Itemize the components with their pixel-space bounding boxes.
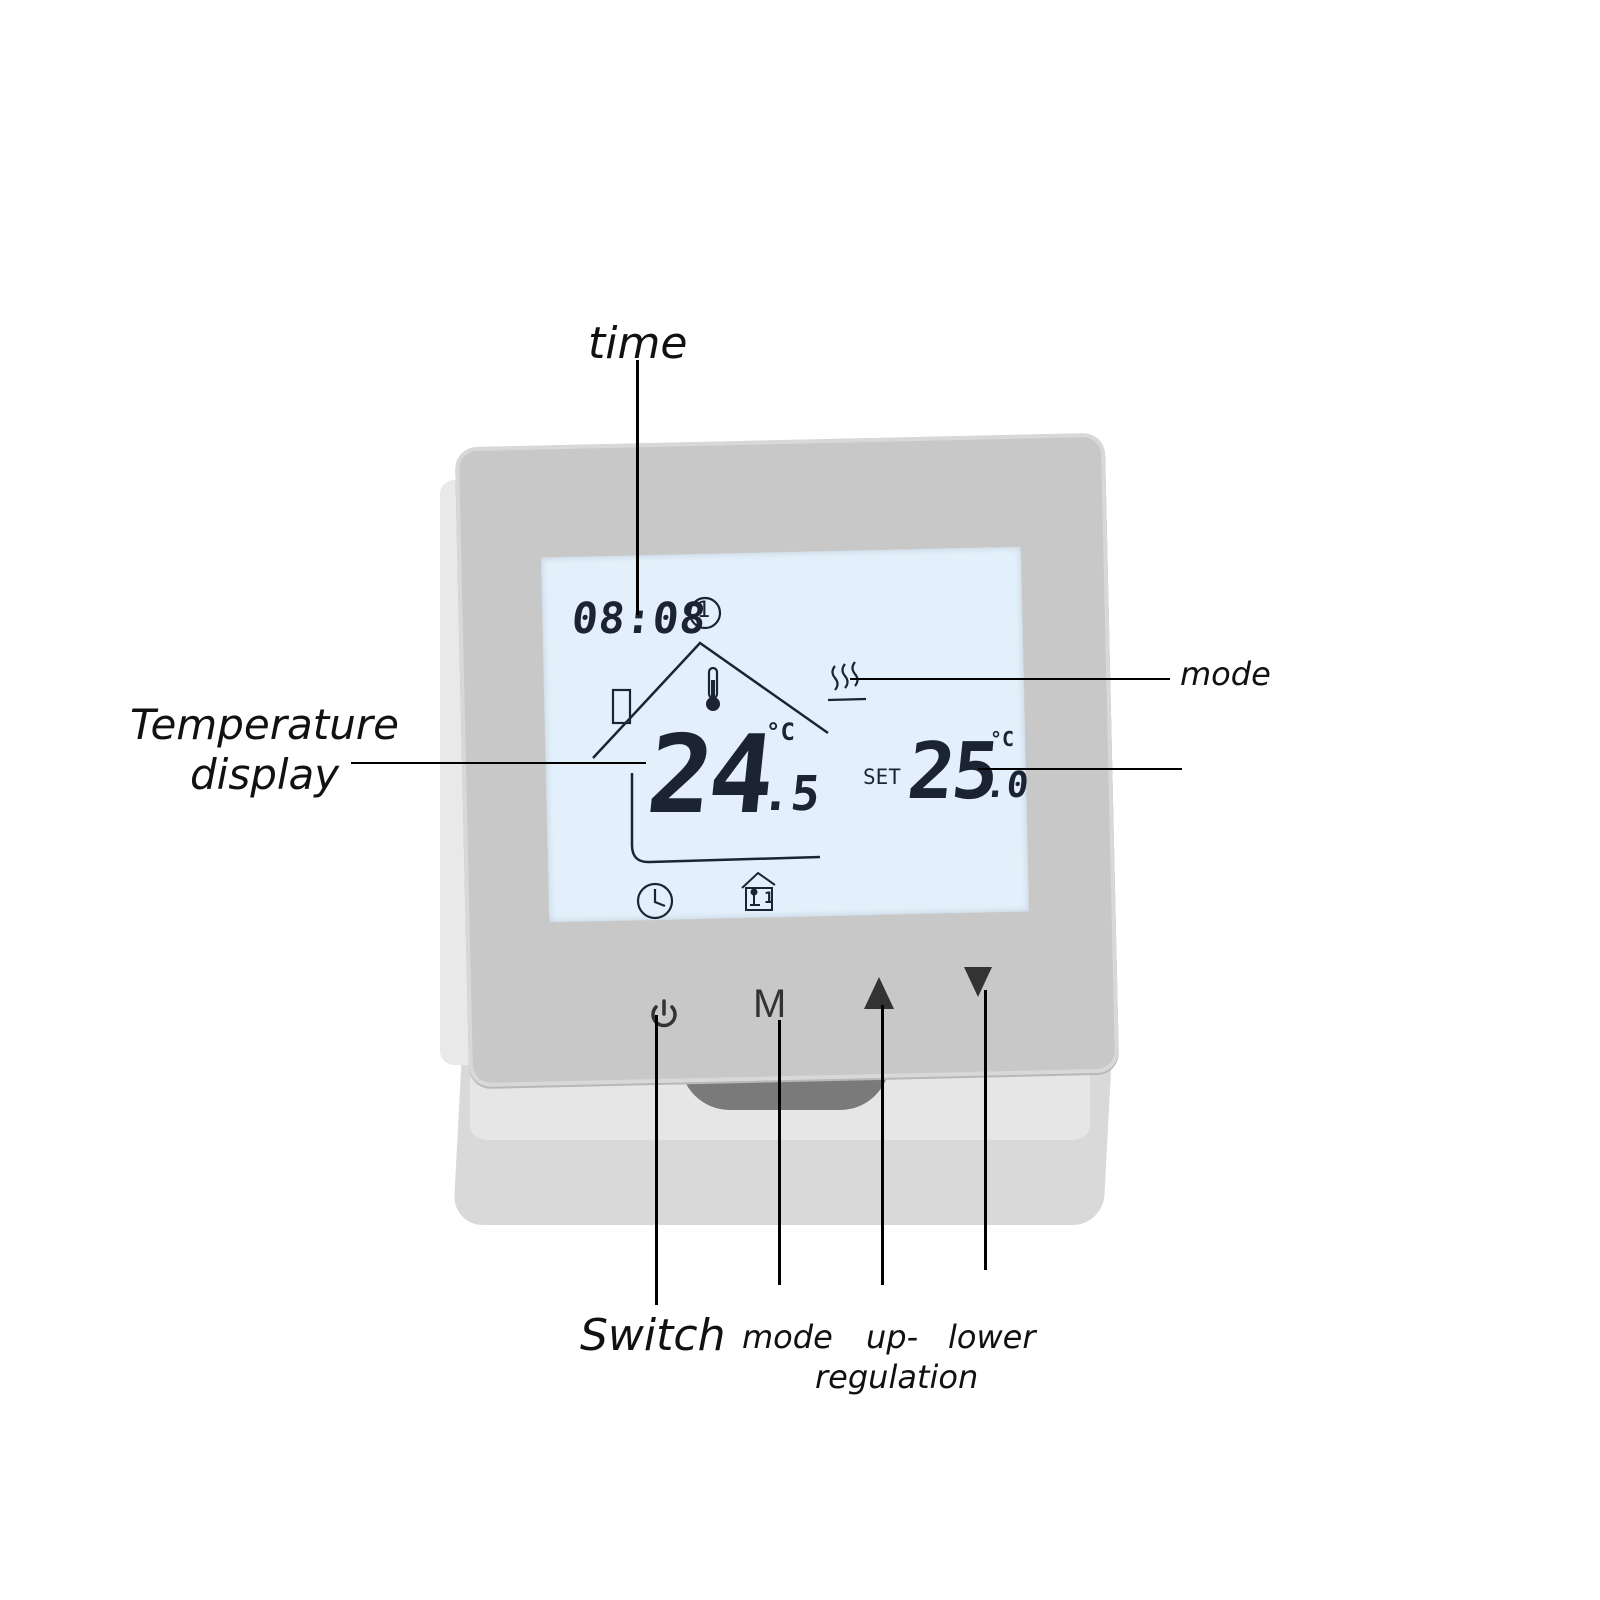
leader-mode-top bbox=[850, 678, 1170, 680]
room-temperature-value: 24 bbox=[641, 713, 777, 838]
program-circle bbox=[688, 596, 722, 630]
triangle-down-icon bbox=[964, 967, 992, 997]
house-floor bbox=[630, 773, 821, 864]
room-temperature-unit: °C bbox=[766, 718, 795, 746]
triangle-up-icon bbox=[864, 977, 894, 1009]
heating-icon bbox=[827, 661, 867, 702]
leader-switch bbox=[655, 1015, 658, 1305]
label-time: time bbox=[588, 318, 688, 369]
leader-lower bbox=[984, 990, 987, 1270]
up-button[interactable] bbox=[862, 975, 896, 1011]
room-temperature-decimal: .5 bbox=[759, 766, 823, 822]
leader-time bbox=[636, 360, 639, 615]
leader-set-temp bbox=[978, 768, 1182, 770]
label-mode-top: mode bbox=[1180, 655, 1271, 693]
power-icon bbox=[651, 999, 677, 1028]
clock-icon bbox=[636, 882, 674, 920]
home-program-icon bbox=[741, 871, 776, 911]
mode-button[interactable]: M bbox=[753, 982, 787, 1026]
thermometer-icon bbox=[706, 666, 720, 711]
label-up-2: regulation bbox=[815, 1358, 979, 1396]
set-label: SET bbox=[863, 765, 901, 789]
down-button[interactable] bbox=[962, 965, 994, 999]
label-temperature-display-1: Temperature bbox=[130, 700, 399, 749]
label-switch: Switch bbox=[580, 1310, 726, 1361]
house-chimney bbox=[611, 688, 632, 725]
label-lower: lower bbox=[948, 1318, 1036, 1356]
home-program-number: 1 bbox=[764, 888, 774, 907]
set-temperature-unit: °C bbox=[990, 727, 1015, 751]
label-temperature-display-2: display bbox=[190, 750, 340, 799]
label-mode-button: mode bbox=[742, 1318, 833, 1356]
label-up-1: up- bbox=[866, 1318, 919, 1356]
power-button[interactable] bbox=[645, 995, 683, 1033]
lcd-clock: 08:08 bbox=[569, 594, 710, 644]
leader-temperature bbox=[351, 762, 646, 764]
leader-up bbox=[881, 1005, 884, 1285]
house-outline bbox=[592, 641, 829, 759]
leader-mode-button bbox=[778, 1020, 781, 1285]
set-temperature-decimal: .0 bbox=[982, 765, 1031, 806]
lcd-program-number: 1 bbox=[697, 598, 711, 623]
